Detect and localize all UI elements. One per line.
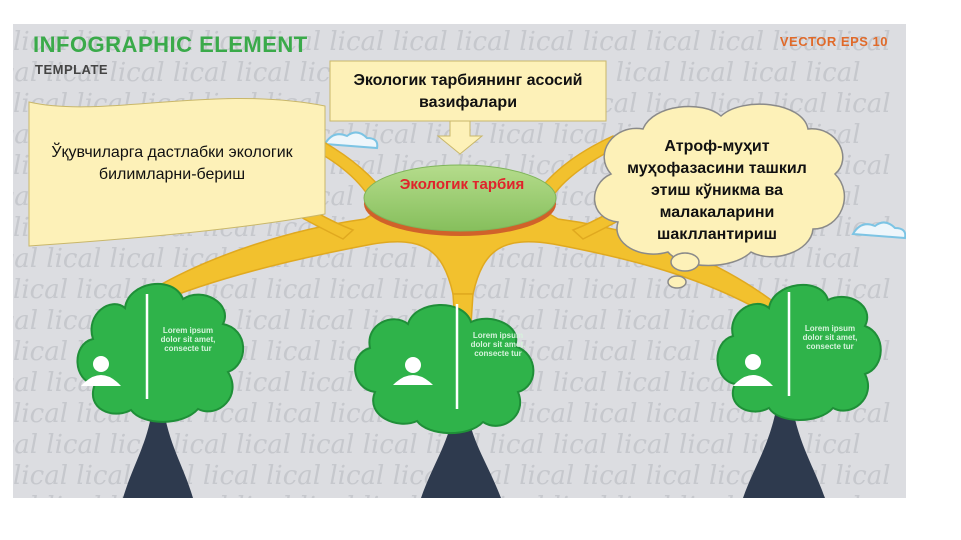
infographic-canvas: lical lical lical lical lical lical lica… [13, 24, 906, 498]
user-icon-2 [393, 357, 433, 385]
tree-dividers [145, 292, 791, 409]
tree-canopy-1 [76, 282, 245, 423]
center-ellipse [363, 164, 557, 236]
right-thought-cloud [593, 103, 846, 289]
tree-canopy-3 [716, 283, 882, 421]
infographic-subtitle: TEMPLATE [35, 62, 109, 77]
center-ellipse-text: Экологик тарбия [399, 176, 525, 193]
infographic-art [28, 60, 906, 498]
infographic-title: INFOGRAPHIC ELEMENT [33, 32, 308, 57]
watermark-row: lical lical lical lical lical lical lica… [13, 27, 891, 57]
tree-2-text: Lorem ipsum dolor sit amet, consecte tur [470, 331, 526, 358]
right-cloud-text: Атроф-муҳит муҳофазасини ташкил этиш кўн… [627, 138, 807, 243]
tree-trunks [123, 399, 825, 498]
left-ribbon-box [28, 98, 326, 247]
top-box-text: Экологик тарбиянинг асосий вазифалари [353, 72, 583, 111]
tree-3-text: Lorem ipsum dolor sit amet, consecte tur [802, 324, 858, 351]
left-box-text: Ўқувчиларга дастлабки экологик билимларн… [51, 144, 293, 183]
tree-1-text: Lorem ipsum dolor sit amet, consecte tur [160, 326, 216, 353]
user-icon-1 [81, 356, 121, 386]
user-icon-3 [733, 354, 773, 386]
top-callout [329, 60, 607, 155]
vector-badge: VECTOR EPS 10 [779, 34, 888, 49]
tree-canopy-2 [354, 304, 535, 435]
